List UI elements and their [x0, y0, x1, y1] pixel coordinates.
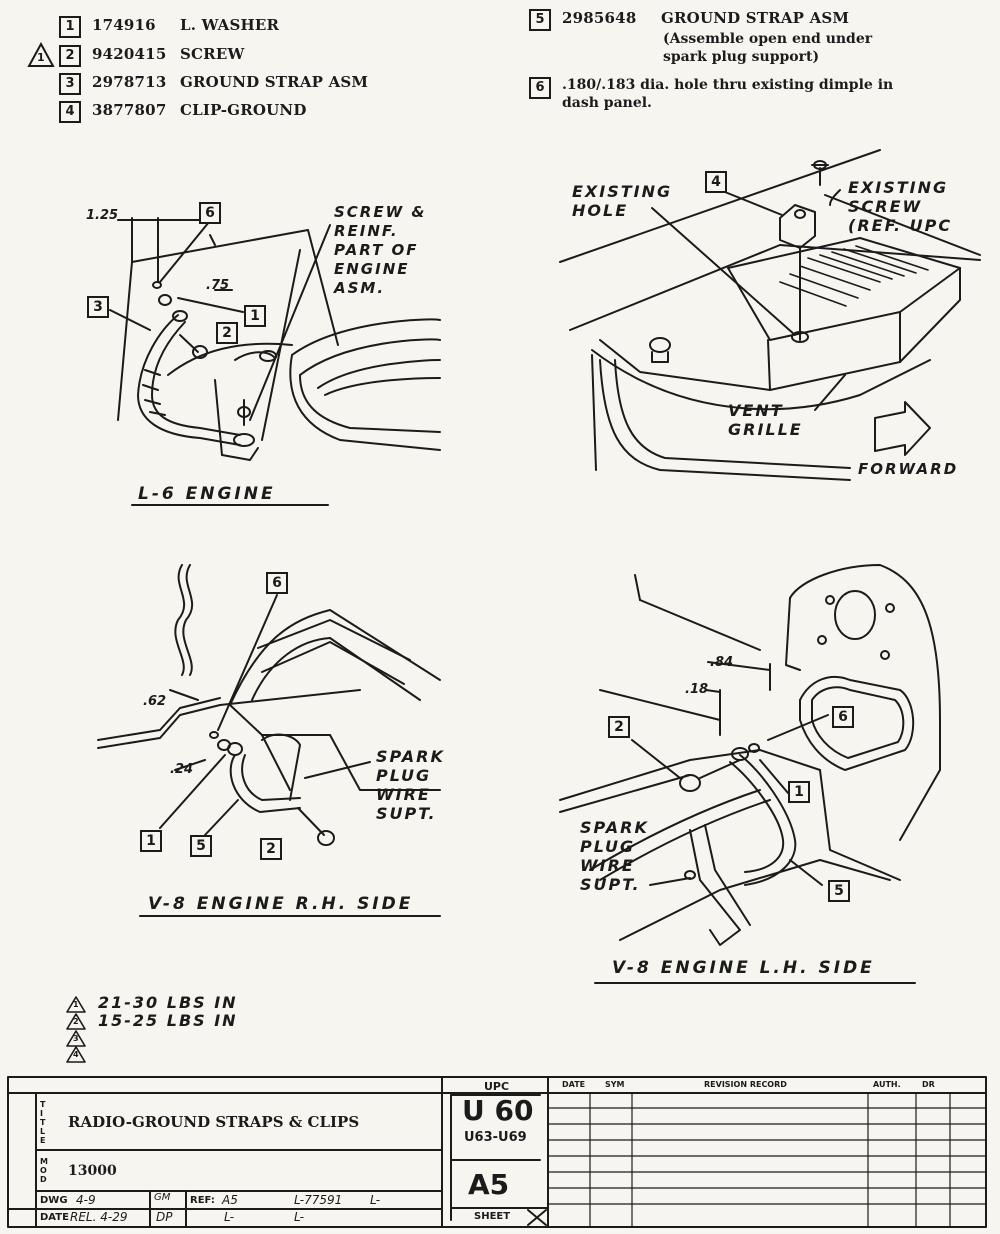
l6-engine-caption: L-6 ENGINE [138, 484, 276, 504]
initials-bottom: DP [156, 1210, 173, 1224]
rev-header-sym: SYM [605, 1080, 625, 1089]
rev-header-date: DATE [562, 1080, 586, 1089]
ref-label: REF: [190, 1195, 215, 1206]
dim-0-84: .84 [710, 655, 734, 670]
v8-rh-drawing [97, 564, 441, 917]
dwg-label: DWG [40, 1195, 68, 1206]
callout-1: 1 [244, 305, 266, 327]
callout-4: 4 [705, 171, 727, 193]
torque-ref-triangle-icon: 1 [27, 42, 55, 68]
callout-3: 3 [87, 296, 109, 318]
v8-lh-caption: V-8 ENGINE L.H. SIDE [612, 958, 875, 978]
drawing-title: RADIO-GROUND STRAPS & CLIPS [68, 1113, 360, 1131]
l-ref: L-77591 [294, 1193, 343, 1207]
rev-header-auth: AUTH. [873, 1080, 901, 1089]
part-number: 2978713 [92, 73, 167, 91]
part-num-box: 1 [59, 16, 81, 38]
callout-2: 2 [608, 716, 630, 738]
callout-1: 1 [140, 830, 162, 852]
callout-6: 6 [266, 572, 288, 594]
callout-6: 6 [199, 202, 221, 224]
part-num-box: 3 [59, 73, 81, 95]
model-number: 13000 [68, 1163, 117, 1179]
part-number: 174916 [92, 16, 156, 34]
part-desc: GROUND STRAP ASM [661, 9, 850, 27]
callout-2: 2 [260, 838, 282, 860]
l-ref: L- [294, 1210, 305, 1224]
rev-header-dr: DR [922, 1080, 935, 1089]
existing-hole-label: EXISTING HOLE [572, 182, 673, 220]
dim-1-25: 1.25 [86, 208, 119, 223]
v8-lh-spark-plug-label: SPARK PLUG WIRE SUPT. [580, 818, 649, 894]
dwg-value: 4-9 [76, 1193, 96, 1207]
part-desc: .180/.183 dia. hole thru existing dimple… [562, 77, 894, 111]
torque-note: 21-30 LBS IN [98, 993, 238, 1012]
callout-6: 6 [832, 706, 854, 728]
revision-grid [547, 1092, 987, 1228]
part-num-box: 2 [59, 45, 81, 67]
part-desc: CLIP-GROUND [180, 101, 307, 119]
upc-code: U 60 [462, 1094, 534, 1127]
date-value: REL. 4-29 [70, 1210, 128, 1224]
part-note: (Assemble open end under spark plug supp… [663, 31, 873, 65]
part-num-box: 4 [59, 101, 81, 123]
sheet-code: A5 [468, 1168, 510, 1201]
part-desc: L. WASHER [180, 16, 280, 34]
forward-label: FORWARD [858, 460, 959, 478]
part-number: 9420415 [92, 45, 167, 63]
existing-screw-label: EXISTING SCREW (REF. UPC [848, 178, 953, 235]
part-number: 3877807 [92, 101, 167, 119]
upc-label: UPC [484, 1080, 510, 1093]
part-num-box: 6 [529, 77, 551, 99]
callout-2: 2 [216, 322, 238, 344]
part-num-box: 5 [529, 9, 551, 31]
v8-rh-caption: V-8 ENGINE R.H. SIDE [148, 894, 414, 914]
sheet-label: SHEET [474, 1211, 511, 1222]
initials-top: GM [154, 1192, 171, 1203]
dim-0-18: .18 [685, 682, 709, 697]
dim-0-75: .75 [206, 278, 230, 293]
callout-5: 5 [828, 880, 850, 902]
cowl-vent-drawing [559, 149, 981, 481]
dim-0-24: .24 [170, 762, 194, 777]
v8-lh-drawing [559, 564, 941, 984]
l-ref: L- [224, 1210, 235, 1224]
part-desc: SCREW [180, 45, 245, 63]
ref-value: A5 [222, 1193, 238, 1207]
part-desc: GROUND STRAP ASM [180, 73, 369, 91]
torque-note: 15-25 LBS IN [98, 1011, 238, 1030]
callout-1: 1 [788, 781, 810, 803]
rev-header-record: REVISION RECORD [704, 1080, 787, 1089]
dim-0-62: .62 [143, 694, 167, 709]
l6-engine-drawing [109, 217, 441, 506]
l-ref: L- [370, 1193, 381, 1207]
part-number: 2985648 [562, 9, 637, 27]
vent-grille-label: VENT GRILLE [728, 401, 803, 439]
upc-sub: U63-U69 [464, 1130, 527, 1145]
torque-notes-triangles [66, 996, 86, 1063]
v8-rh-spark-plug-label: SPARK PLUG WIRE SUPT. [376, 747, 445, 823]
title-block-frame [7, 1076, 987, 1228]
callout-5: 5 [190, 835, 212, 857]
l6-screw-reinf-label: SCREW & REINF. PART OF ENGINE ASM. [334, 203, 427, 297]
date-label: DATE [40, 1212, 69, 1223]
title-label: TITLE [40, 1100, 46, 1145]
model-label: MOD [40, 1157, 48, 1184]
